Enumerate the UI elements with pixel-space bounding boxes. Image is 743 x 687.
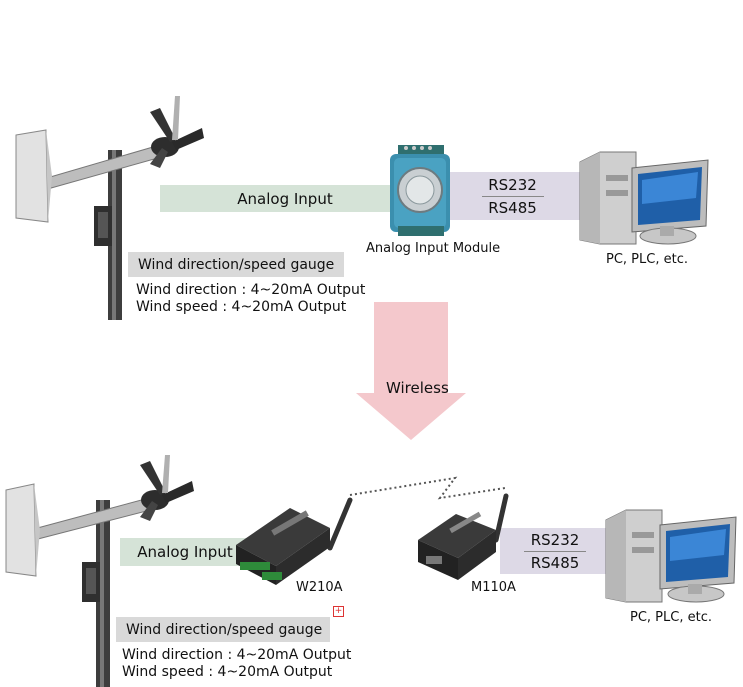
wireless-link	[349, 476, 506, 500]
w210a-label: W210A	[296, 580, 343, 595]
top-rs-divider	[481, 195, 544, 197]
bottom-rs485-label: RS485	[530, 553, 580, 572]
bottom-analog-band	[120, 538, 250, 566]
analog-input-module	[390, 145, 450, 236]
top-analog-input-label: Analog Input	[237, 189, 333, 208]
top-rs485-label: RS485	[488, 198, 537, 217]
expand-marker[interactable]: +	[333, 606, 344, 617]
bottom-gauge-title: Wind direction/speed gauge	[116, 617, 330, 642]
top-rs232-label: RS232	[488, 175, 537, 194]
m110a-label: M110A	[471, 580, 516, 595]
top-gauge-direction: Wind direction : 4~20mA Output	[136, 282, 366, 298]
m110a-device	[418, 493, 509, 580]
pc-bottom	[605, 509, 737, 603]
wireless-arrow	[356, 302, 466, 440]
top-rs-label-group: RS232 RS485	[445, 172, 580, 220]
top-analog-band	[160, 185, 410, 212]
wireless-label: Wireless	[386, 379, 449, 397]
wind-gauge-top	[15, 96, 204, 320]
wind-gauge-bottom	[5, 455, 194, 687]
bottom-analog-input-label: Analog Input	[137, 543, 233, 561]
bottom-pc-label: PC, PLC, etc.	[630, 610, 712, 625]
bottom-rs232-label: RS232	[530, 530, 580, 549]
bottom-rs-divider	[524, 550, 586, 552]
pc-top	[579, 151, 709, 245]
bottom-gauge-speed: Wind speed : 4~20mA Output	[122, 664, 333, 680]
top-pc-label: PC, PLC, etc.	[606, 252, 688, 267]
top-gauge-speed: Wind speed : 4~20mA Output	[136, 299, 347, 315]
bottom-rs-label-group: RS232 RS485	[500, 528, 610, 574]
top-gauge-title: Wind direction/speed gauge	[128, 252, 344, 277]
w210a-device	[236, 497, 353, 585]
bottom-gauge-direction: Wind direction : 4~20mA Output	[122, 647, 352, 663]
analog-input-module-label: Analog Input Module	[366, 241, 501, 256]
